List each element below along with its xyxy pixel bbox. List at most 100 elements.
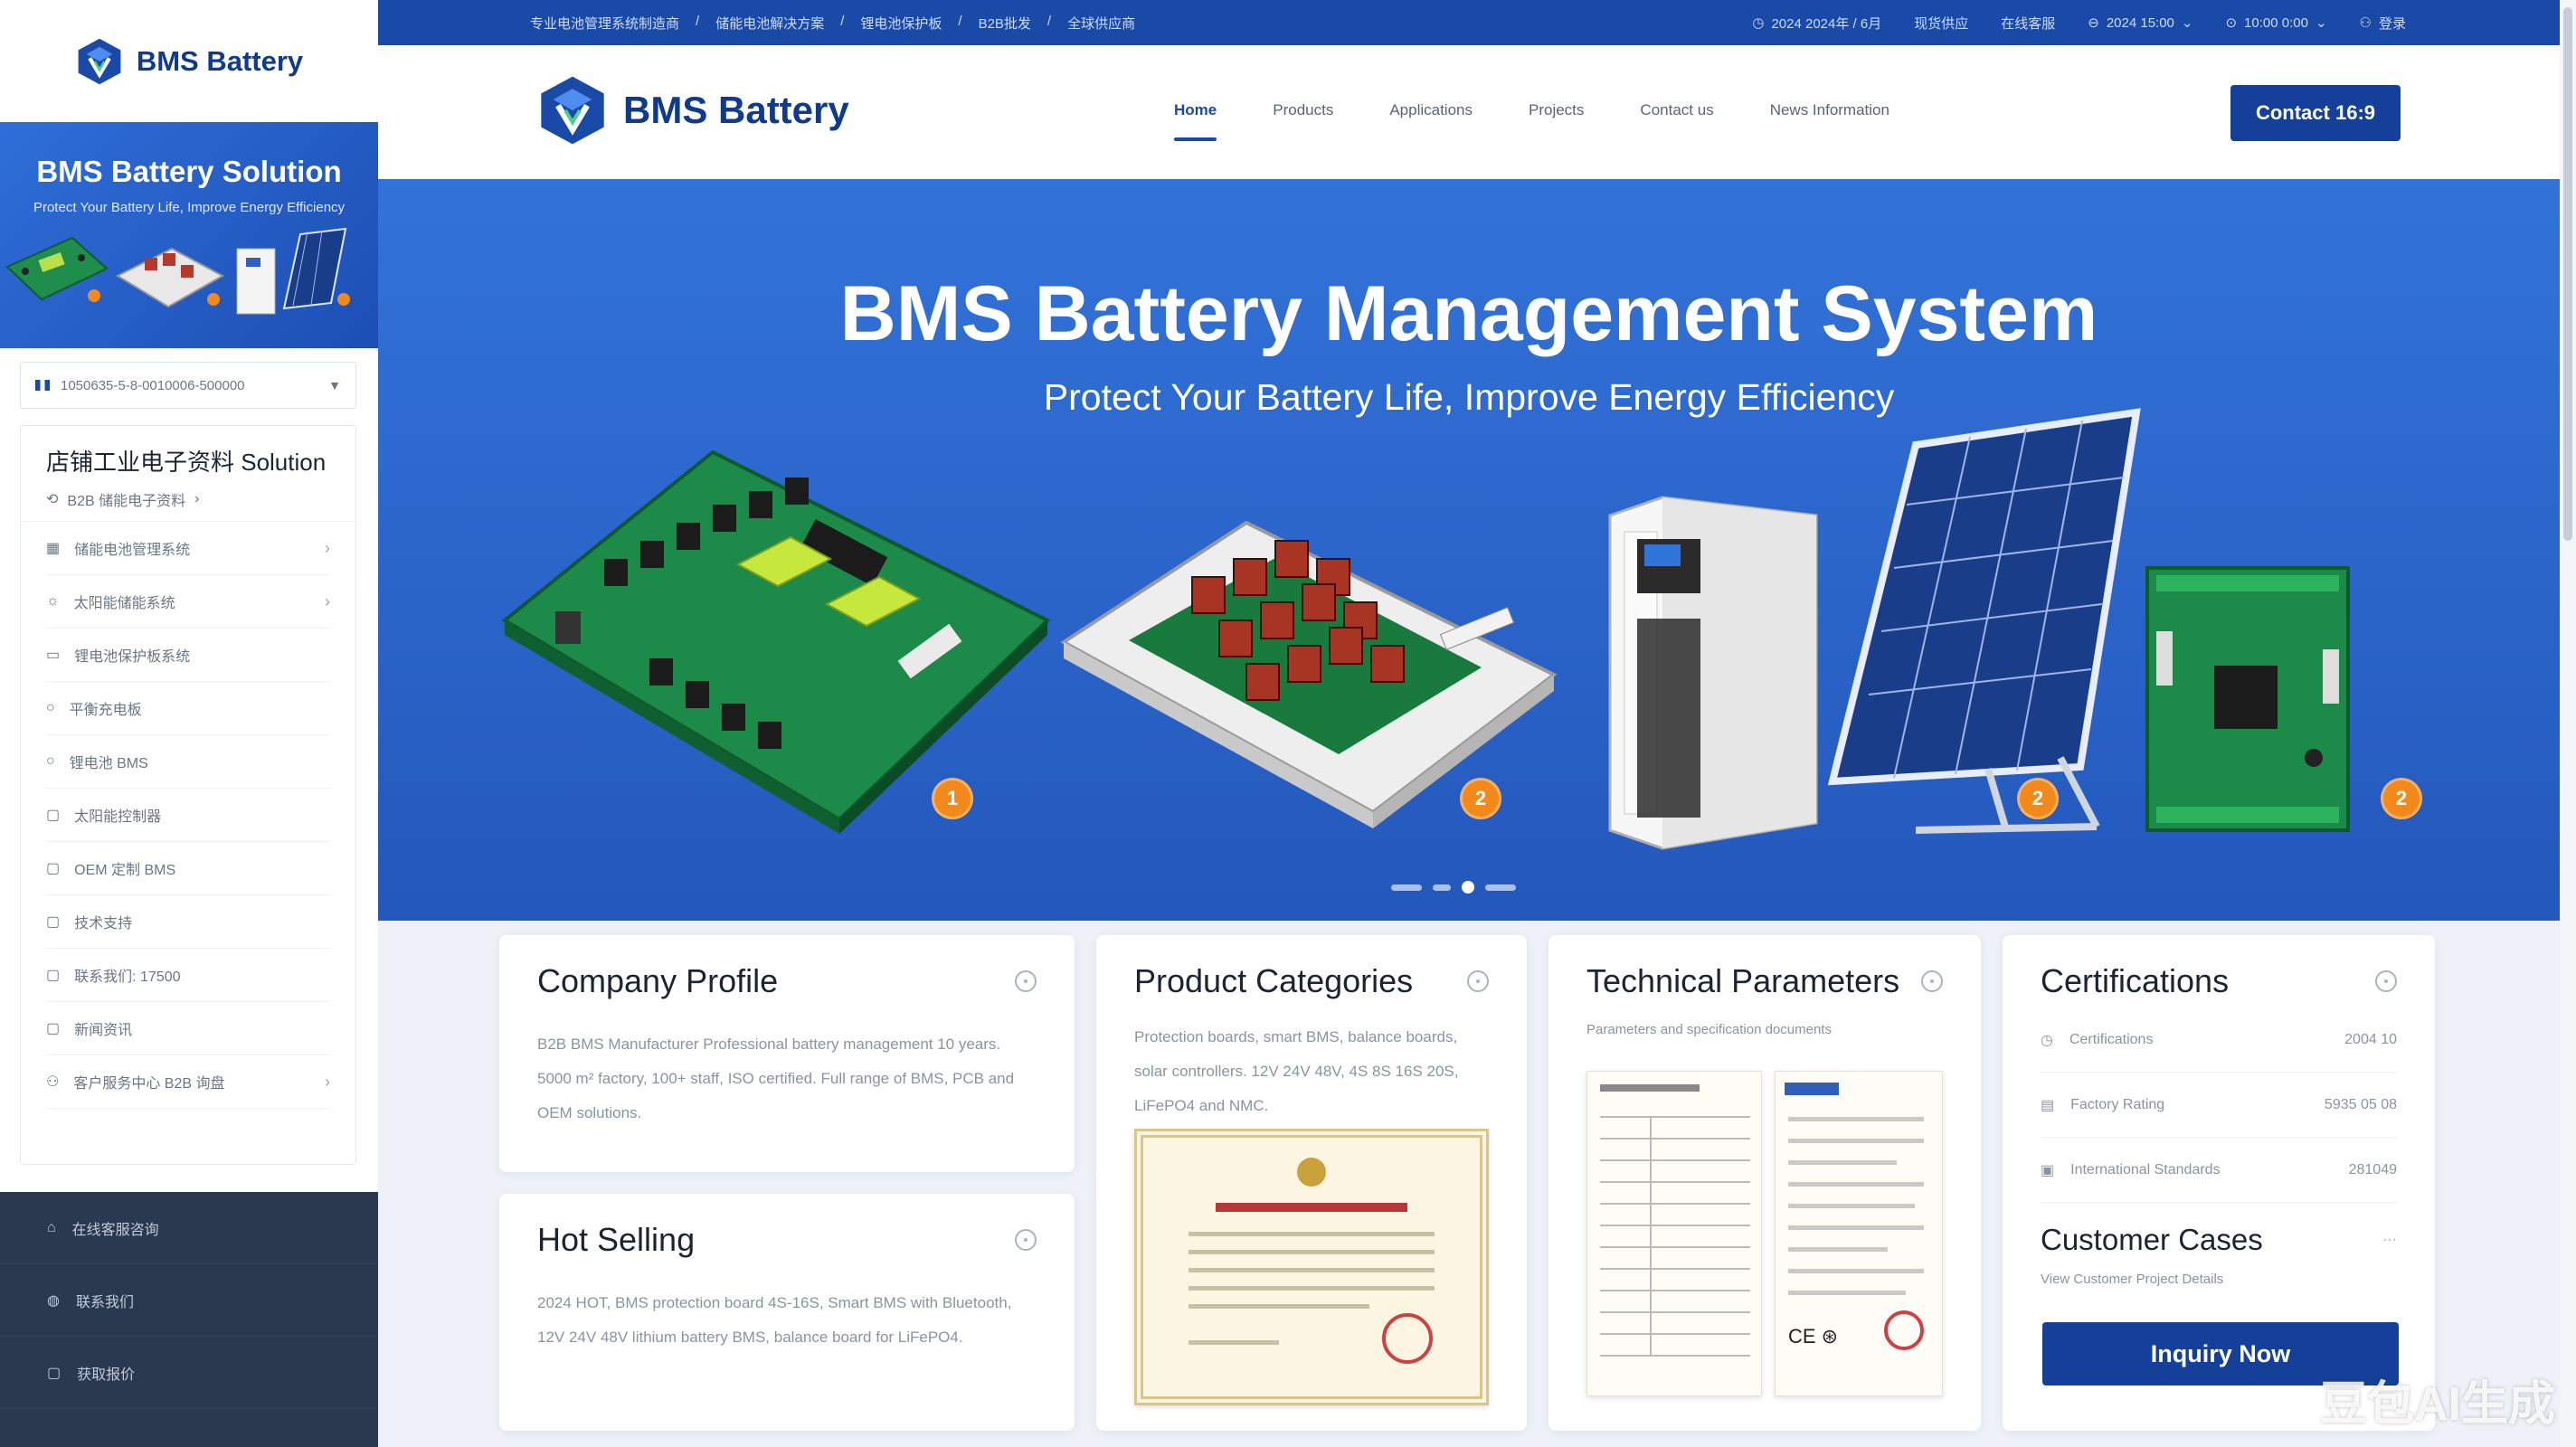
card-title: Product Categories <box>1134 962 1414 999</box>
hero-title: BMS Battery Management System <box>839 270 2098 357</box>
flag-icon <box>35 380 50 391</box>
battery-icon: ▭ <box>46 648 61 663</box>
document-illustration: CE ⊛ <box>1785 1083 1924 1350</box>
product-categories-card[interactable]: Product Categories Protection boards, sm… <box>1096 935 1527 1431</box>
top-strip-link[interactable]: B2B批发 <box>978 15 1031 32</box>
customer-cases-title: Customer Cases <box>2041 1223 2263 1256</box>
bms-board-product[interactable] <box>501 449 1051 834</box>
sidebar-footer-item[interactable]: ◍联系我们 <box>0 1264 378 1337</box>
nav-contact[interactable]: Contact us <box>1640 101 1714 118</box>
info-icon[interactable] <box>2375 970 2397 992</box>
info-icon[interactable] <box>1015 970 1037 992</box>
cert-row[interactable]: ◷ Certifications 2004 10 <box>2041 1007 2397 1073</box>
separator: / <box>1046 13 1052 29</box>
customer-cases-subtitle: View Customer Project Details <box>2041 1272 2224 1287</box>
user-icon: ⚇ <box>2359 15 2372 31</box>
cert-row[interactable]: ▣ International Standards 281049 <box>2041 1138 2397 1203</box>
chevron-down-icon: ⌄ <box>2315 15 2327 31</box>
clock-icon: ⊙ <box>2225 15 2238 31</box>
hero-badge-3[interactable]: 2 <box>2017 778 2059 819</box>
info-icon[interactable] <box>1015 1229 1037 1251</box>
login-link[interactable]: ⚇登录 <box>2359 15 2406 32</box>
box-icon: ▢ <box>46 861 61 876</box>
technical-parameters-card[interactable]: Technical Parameters Parameters and spec… <box>1548 935 1981 1431</box>
carousel-dot-active[interactable] <box>1462 881 1474 894</box>
left-sidebar: BMS Battery BMS Battery Solution Protect… <box>0 0 378 1447</box>
sidebar-footer-item[interactable]: ⌂在线客服咨询 <box>0 1192 378 1264</box>
sidebar-menu-label: 太阳能控制器 <box>74 809 162 825</box>
sidebar-menu-item[interactable]: ▦储能电池管理系统› <box>46 522 330 575</box>
sidebar-menu-item[interactable]: ⚇客户服务中心 B2B 询盘› <box>46 1055 330 1109</box>
company-profile-card[interactable]: Company Profile B2B BMS Manufacturer Pro… <box>499 935 1075 1172</box>
date-selector[interactable]: ◷2024 2024年 / 6月 <box>1752 15 1882 32</box>
sidebar-menu-item[interactable]: ○平衡充电板 <box>46 682 330 735</box>
sidebar-menu-item[interactable]: ☼太阳能储能系统› <box>46 575 330 629</box>
time-selector[interactable]: ⊖2024 15:00⌄ <box>2088 14 2193 32</box>
main-header: BMS Battery Home Products Applications P… <box>378 45 2560 179</box>
top-strip-link[interactable]: 全球供应商 <box>1067 15 1136 32</box>
sidebar-menu-item[interactable]: ▭锂电池保护板系统 <box>46 629 330 682</box>
info-icon[interactable] <box>1921 970 1943 992</box>
parameter-document-2[interactable]: CE ⊛ <box>1775 1071 1943 1396</box>
globe-icon: ⊖ <box>2088 15 2099 31</box>
separator: / <box>696 13 700 29</box>
box-icon: ▢ <box>46 914 61 930</box>
sidebar-footer-item[interactable]: ▢获取报价 <box>0 1337 378 1409</box>
sidebar-logo[interactable]: BMS Battery <box>0 0 378 122</box>
nav-applications[interactable]: Applications <box>1389 101 1473 118</box>
chevron-right-icon: › <box>194 491 200 506</box>
contact-button[interactable]: Contact 16:9 <box>2230 85 2401 141</box>
nav-home[interactable]: Home <box>1174 101 1217 141</box>
battery-pack-product[interactable] <box>1060 520 1558 828</box>
carousel-dot[interactable] <box>1433 884 1451 891</box>
hero-badge-4[interactable]: 2 <box>2381 778 2422 819</box>
sidebar-menu-item[interactable]: ▢ 技术支持 <box>46 895 330 949</box>
more-icon[interactable]: ⋯ <box>2382 1233 2397 1248</box>
scrollbar-thumb[interactable] <box>2563 7 2572 541</box>
info-icon[interactable] <box>1467 970 1489 992</box>
sidebar-menu-item[interactable]: ▢太阳能控制器 <box>46 789 330 842</box>
sidebar-banner[interactable]: BMS Battery Solution Protect Your Batter… <box>0 122 378 348</box>
nav-products[interactable]: Products <box>1273 101 1334 118</box>
nav-news[interactable]: News Information <box>1769 101 1889 118</box>
service-link[interactable]: 在线客服 <box>2001 15 2056 32</box>
circle-icon: ○ <box>46 753 55 769</box>
home-icon: ⌂ <box>47 1219 56 1235</box>
svg-text:CE ⊛: CE ⊛ <box>1788 1325 1838 1348</box>
certificate-image[interactable] <box>1134 1129 1489 1405</box>
sidebar-menu-label: 平衡充电板 <box>69 703 142 718</box>
card-title: Hot Selling <box>537 1221 696 1258</box>
top-strip-link[interactable]: 储能电池解决方案 <box>715 15 825 32</box>
sidebar-menu-item[interactable]: ○锂电池 BMS <box>46 735 330 789</box>
header-logo[interactable]: BMS Battery <box>536 74 849 147</box>
nav-projects[interactable]: Projects <box>1529 101 1585 118</box>
hot-selling-card[interactable]: Hot Selling 2024 HOT, BMS protection boa… <box>499 1194 1075 1431</box>
hours-selector[interactable]: ⊙10:00 0:00⌄ <box>2225 14 2327 32</box>
sidebar-menu-subtitle[interactable]: ⟲ B2B 储能电子资料 › <box>46 491 200 509</box>
carousel-dot[interactable] <box>1391 884 1422 891</box>
sidebar-menu-label: OEM 定制 BMS <box>74 863 176 878</box>
inquiry-now-button[interactable]: Inquiry Now <box>2042 1322 2399 1386</box>
cert-row[interactable]: ▤ Factory Rating 5935 05 08 <box>2041 1073 2397 1138</box>
separator: / <box>958 13 962 29</box>
top-strip-link[interactable]: 专业电池管理系统制造商 <box>530 15 680 32</box>
sidebar-menu-item[interactable]: ▢新闻资讯 <box>46 1002 330 1055</box>
sidebar-menu-label: 技术支持 <box>74 916 133 932</box>
solar-panel-product[interactable] <box>1827 408 2141 834</box>
carousel-dot[interactable] <box>1485 884 1516 891</box>
certifications-list: ◷ Certifications 2004 10 ▤ Factory Ratin… <box>2041 1007 2397 1203</box>
energy-storage-cabinet-product[interactable] <box>1608 496 1818 850</box>
sidebar-menu-item[interactable]: ▢联系我们: 17500 <box>46 949 330 1002</box>
document-icon: ▤ <box>2041 1097 2055 1113</box>
controller-board-product[interactable] <box>2145 566 2350 832</box>
top-strip-link[interactable]: 锂电池保护板 <box>860 15 942 32</box>
hero-badge-1[interactable]: 1 <box>932 778 973 819</box>
hero-badge-2[interactable]: 2 <box>1460 778 1501 819</box>
sidebar-footer-label: 联系我们 <box>75 1294 134 1310</box>
stock-link[interactable]: 现货供应 <box>1914 15 1969 32</box>
hero-subtitle: Protect Your Battery Life, Improve Energ… <box>1043 376 1895 418</box>
parameter-document-1[interactable] <box>1586 1071 1762 1396</box>
box-icon: ▢ <box>46 968 61 983</box>
sidebar-menu-item[interactable]: ▢ OEM 定制 BMS <box>46 842 330 895</box>
sidebar-category-select[interactable]: 1050635-5-8-0010006-500000 ▼ <box>20 362 356 409</box>
